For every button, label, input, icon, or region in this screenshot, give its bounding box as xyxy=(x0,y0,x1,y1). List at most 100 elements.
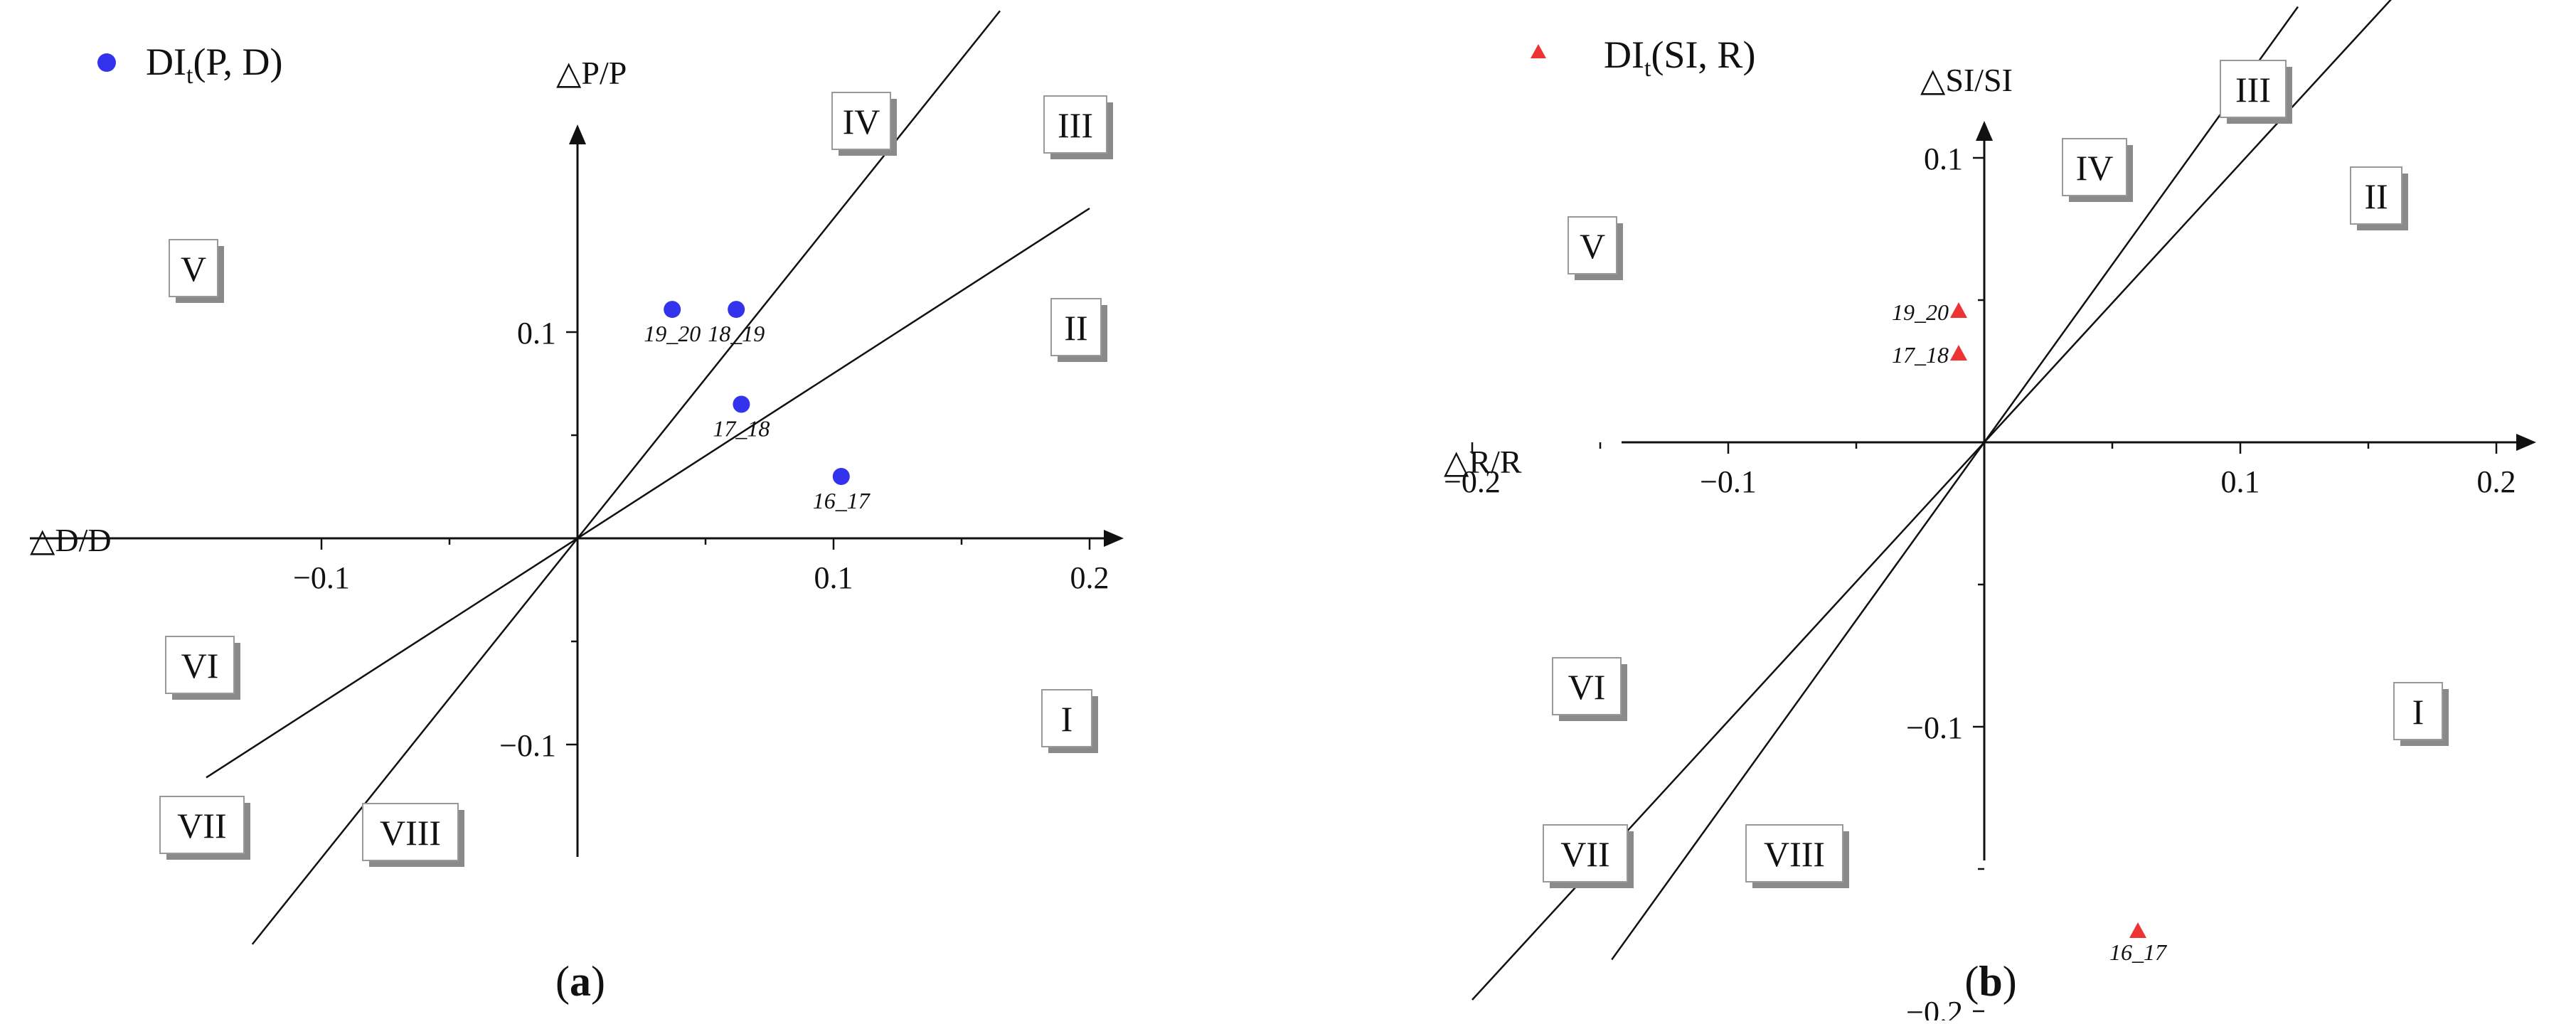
data-point xyxy=(832,468,850,485)
data-point-label: 19_20 xyxy=(1892,299,1949,325)
y-tick-label: −0.1 xyxy=(499,728,556,763)
panel-a-boundary-lines xyxy=(206,10,1090,945)
legend-a-suffix: (P, D) xyxy=(193,41,282,83)
x-tick-label: 0.1 xyxy=(814,560,853,595)
data-point-label: 18_19 xyxy=(708,321,765,346)
region-box xyxy=(1745,824,1843,882)
region-label-iii: III xyxy=(2220,60,2292,124)
legend-b-prefix: DI xyxy=(1604,33,1644,76)
data-point-label: 16_17 xyxy=(2109,939,2168,965)
boundary-line xyxy=(1471,0,2392,1001)
panel-b-y-label: △SI/SI xyxy=(1920,62,2013,98)
data-point xyxy=(664,301,681,319)
region-text: I xyxy=(2412,692,2425,732)
region-text: VIII xyxy=(1764,834,1825,874)
x-tick-label: −0.2 xyxy=(1444,464,1501,499)
panel-b-x-label: △R/R xyxy=(1444,444,1522,480)
data-point xyxy=(733,395,750,413)
region-text: IV xyxy=(2076,148,2114,188)
panel-b-caption-close: ) xyxy=(2003,958,2017,1005)
region-box xyxy=(831,92,891,150)
y-tick-label: 0.1 xyxy=(1924,142,1963,176)
region-label-vii: VII xyxy=(159,796,250,860)
region-label-i: I xyxy=(2393,682,2449,746)
x-tick-label: −0.1 xyxy=(293,560,350,595)
panel-a-caption: (a) xyxy=(555,958,605,1005)
region-label-i: I xyxy=(1041,689,1098,753)
x-tick-label: 0.2 xyxy=(1070,560,1109,595)
panel-a-caption-close: ) xyxy=(591,958,605,1005)
region-text: VI xyxy=(181,646,219,686)
x-tick-label: 0.2 xyxy=(2477,464,2516,499)
region-box xyxy=(1050,298,1102,356)
panel-a-y-label: △P/P xyxy=(556,55,627,91)
x-tick-label: −0.1 xyxy=(1700,464,1757,499)
legend-a: DIt(P, D) xyxy=(97,41,282,89)
legend-a-sub: t xyxy=(186,63,193,89)
panel-a-caption-open: ( xyxy=(555,958,570,1005)
boundary-line xyxy=(1611,6,2299,961)
data-point xyxy=(1950,345,1967,361)
legend-a-prefix: DI xyxy=(146,41,186,83)
data-point-label: 16_17 xyxy=(813,488,871,513)
panel-b-x-arrow xyxy=(2516,434,2536,451)
region-box xyxy=(2393,682,2443,740)
panel-b-boundary-lines xyxy=(1471,0,2392,1001)
panel-b-caption-letter: b xyxy=(1979,958,2002,1005)
region-label-ii: II xyxy=(2350,166,2408,230)
data-point-label: 17_18 xyxy=(1892,342,1949,368)
region-label-vi: VI xyxy=(1552,657,1627,721)
region-text: VI xyxy=(1568,667,1606,707)
panel-b-ticks: −0.2−0.10.10.20.3−0.2−0.10.1 xyxy=(1444,142,2516,1024)
legend-b-marker xyxy=(1531,44,1546,58)
data-point xyxy=(728,301,745,319)
region-box xyxy=(159,796,245,854)
region-text: II xyxy=(1064,308,1087,348)
legend-b-label: DIt(SI, R) xyxy=(1604,33,1755,82)
region-box xyxy=(1552,657,1622,715)
data-point xyxy=(1950,302,1967,318)
region-text: V xyxy=(1580,226,1605,266)
panel-b-y-arrow xyxy=(1976,121,1993,141)
region-label-v: V xyxy=(1568,216,1623,280)
region-label-ii: II xyxy=(1050,298,1107,362)
region-box xyxy=(2220,60,2287,118)
boundary-line xyxy=(251,10,1001,945)
boundary-line xyxy=(206,207,1090,779)
region-label-vi: VI xyxy=(165,636,240,700)
region-box xyxy=(1041,689,1092,747)
panel-b-caption-open: ( xyxy=(1964,958,1979,1005)
region-box xyxy=(2350,166,2402,225)
panel-a-y-arrow xyxy=(569,124,586,144)
legend-a-marker xyxy=(97,53,116,72)
region-text: VIII xyxy=(380,813,441,853)
data-point-label: 17_18 xyxy=(713,416,770,442)
region-text: V xyxy=(181,249,206,289)
region-box xyxy=(169,239,218,297)
region-text: III xyxy=(1058,105,1093,145)
region-text: VII xyxy=(1560,834,1609,874)
data-point-label: 19_20 xyxy=(644,321,701,346)
region-label-iv: IV xyxy=(831,92,897,156)
region-box xyxy=(1568,216,1617,274)
region-label-v: V xyxy=(169,239,224,303)
panel-b-caption: (b) xyxy=(1964,958,2016,1005)
region-text: I xyxy=(1061,699,1073,739)
panel-a-x-arrow xyxy=(1104,530,1124,547)
legend-b: DIt(SI, R) xyxy=(1531,33,1755,82)
region-text: VII xyxy=(177,806,226,846)
region-label-iii: III xyxy=(1043,95,1113,159)
region-label-viii: VIII xyxy=(1745,824,1849,888)
x-tick-label: 0.1 xyxy=(2221,464,2260,499)
region-box xyxy=(2062,138,2127,196)
region-box xyxy=(165,636,235,694)
y-tick-label: −0.2 xyxy=(1906,995,1963,1020)
panel-a-x-label: △D/D xyxy=(30,522,112,558)
region-text: III xyxy=(2235,70,2271,110)
